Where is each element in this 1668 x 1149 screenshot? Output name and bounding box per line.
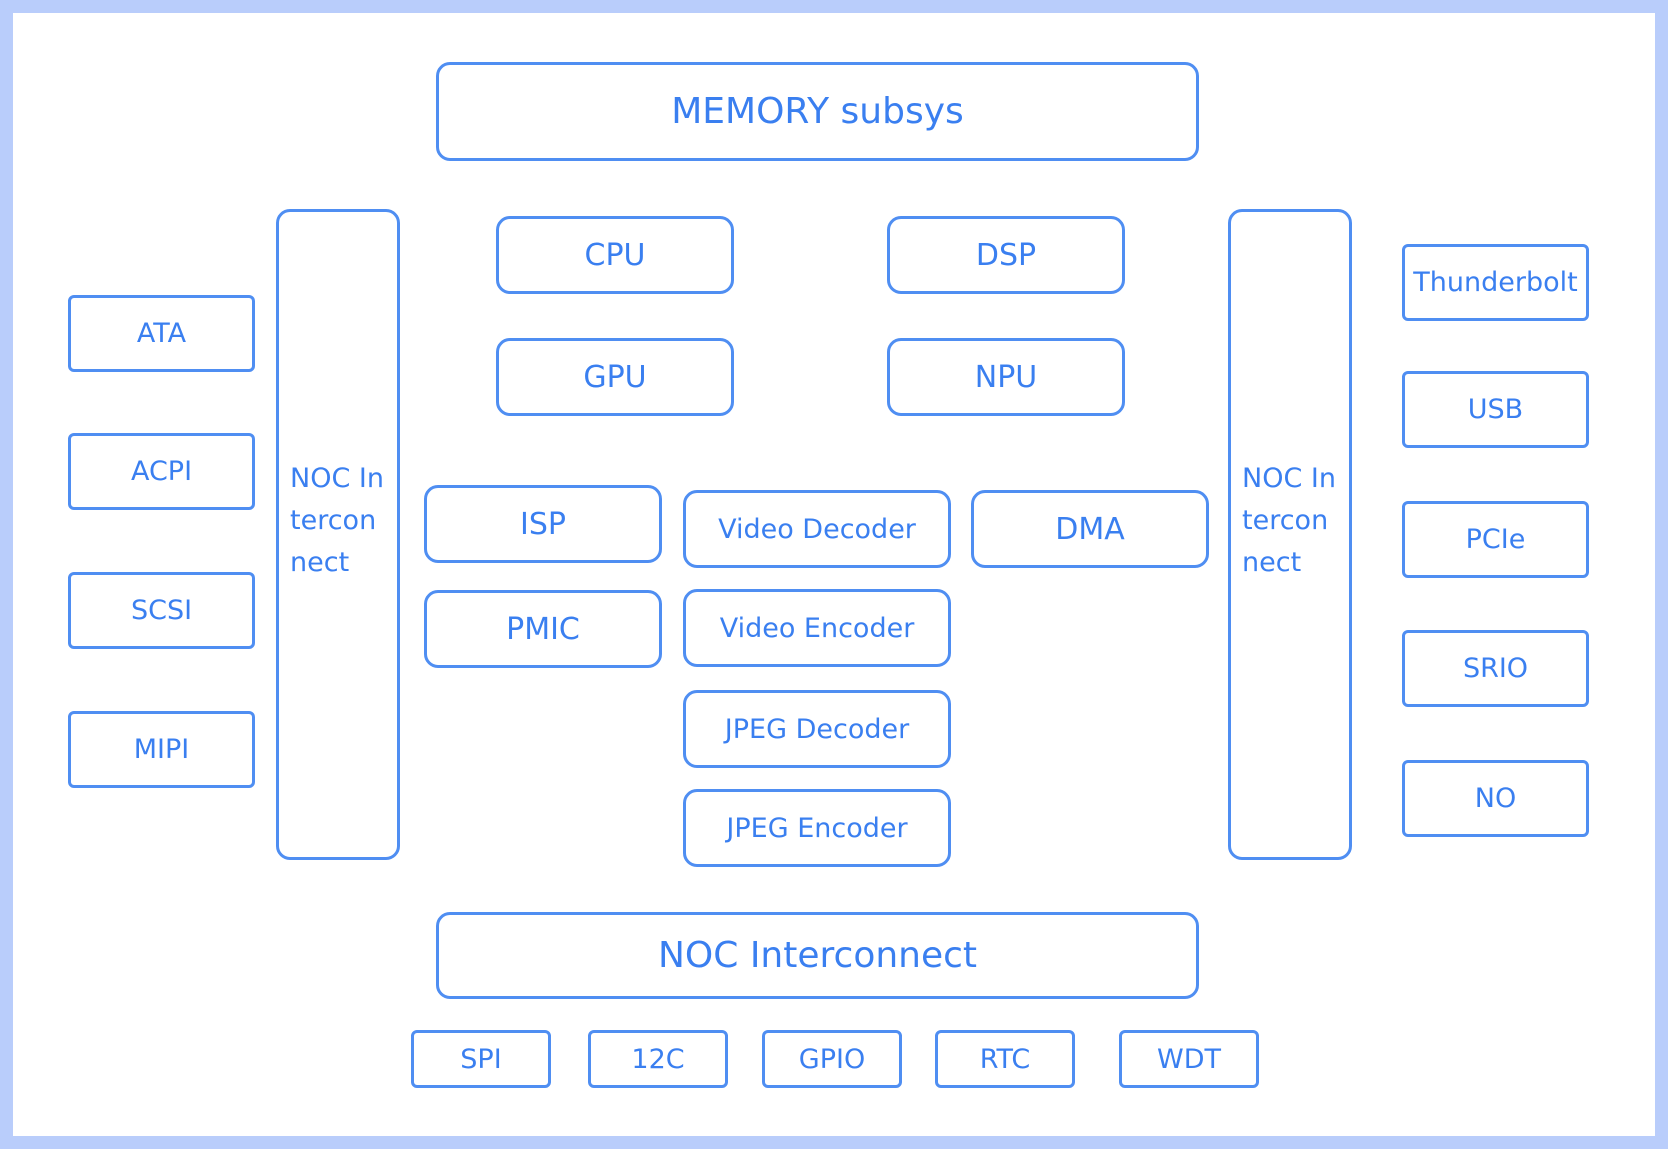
acpi-label: ACPI xyxy=(130,456,193,487)
ata-block: ATA xyxy=(68,295,255,372)
mipi-label: MIPI xyxy=(133,734,190,765)
thunderbolt-block: Thunderbolt xyxy=(1402,244,1589,321)
dsp-block: DSP xyxy=(887,216,1125,294)
mipi-block: MIPI xyxy=(68,711,255,788)
video-decoder-label: Video Decoder xyxy=(718,513,916,545)
no-block: NO xyxy=(1402,760,1589,837)
spi-label: SPI xyxy=(460,1043,502,1075)
gpio-block: GPIO xyxy=(762,1030,902,1088)
jpeg-decoder-block: JPEG Decoder xyxy=(683,690,951,768)
scsi-label: SCSI xyxy=(130,595,193,626)
pcie-block: PCIe xyxy=(1402,501,1589,578)
video-decoder-block: Video Decoder xyxy=(683,490,951,568)
cpu-block: CPU xyxy=(496,216,734,294)
noc-interconnect-left-label: NOC Interconnect xyxy=(290,463,384,578)
isp-block: ISP xyxy=(424,485,662,563)
jpeg-decoder-label: JPEG Decoder xyxy=(724,713,910,745)
gpio-label: GPIO xyxy=(798,1043,866,1075)
wdt-block: WDT xyxy=(1119,1030,1259,1088)
npu-label: NPU xyxy=(974,359,1038,395)
spi-block: SPI xyxy=(411,1030,551,1088)
noc-interconnect-right: NOC Interconnect xyxy=(1228,209,1352,860)
usb-label: USB xyxy=(1467,394,1524,425)
memory-subsys-label: MEMORY subsys xyxy=(671,91,964,132)
wdt-label: WDT xyxy=(1157,1043,1221,1075)
cpu-label: CPU xyxy=(584,237,646,273)
pmic-label: PMIC xyxy=(506,611,580,647)
noc-interconnect-left: NOC Interconnect xyxy=(276,209,400,860)
gpu-block: GPU xyxy=(496,338,734,416)
video-encoder-block: Video Encoder xyxy=(683,589,951,667)
rtc-block: RTC xyxy=(935,1030,1075,1088)
pmic-block: PMIC xyxy=(424,590,662,668)
i2c-label: 12C xyxy=(631,1043,685,1075)
memory-subsys-block: MEMORY subsys xyxy=(436,62,1199,161)
gpu-label: GPU xyxy=(583,359,647,395)
noc-interconnect-bottom: NOC Interconnect xyxy=(436,912,1199,999)
pcie-label: PCIe xyxy=(1465,524,1526,555)
scsi-block: SCSI xyxy=(68,572,255,649)
acpi-block: ACPI xyxy=(68,433,255,510)
video-encoder-label: Video Encoder xyxy=(719,612,915,644)
npu-block: NPU xyxy=(887,338,1125,416)
noc-interconnect-right-label: NOC Interconnect xyxy=(1242,463,1336,578)
isp-label: ISP xyxy=(520,506,566,542)
rtc-label: RTC xyxy=(979,1043,1031,1075)
srio-block: SRIO xyxy=(1402,630,1589,707)
dma-label: DMA xyxy=(1055,511,1125,547)
thunderbolt-label: Thunderbolt xyxy=(1413,267,1578,298)
jpeg-encoder-block: JPEG Encoder xyxy=(683,789,951,867)
ata-label: ATA xyxy=(136,318,187,349)
noc-interconnect-bottom-label: NOC Interconnect xyxy=(657,935,978,976)
dsp-label: DSP xyxy=(975,237,1037,273)
dma-block: DMA xyxy=(971,490,1209,568)
srio-label: SRIO xyxy=(1462,653,1529,684)
diagram-canvas: MEMORY subsys NOC Interconnect NOC Inter… xyxy=(13,13,1655,1136)
jpeg-encoder-label: JPEG Encoder xyxy=(726,812,908,844)
i2c-block: 12C xyxy=(588,1030,728,1088)
no-label: NO xyxy=(1474,783,1517,814)
usb-block: USB xyxy=(1402,371,1589,448)
